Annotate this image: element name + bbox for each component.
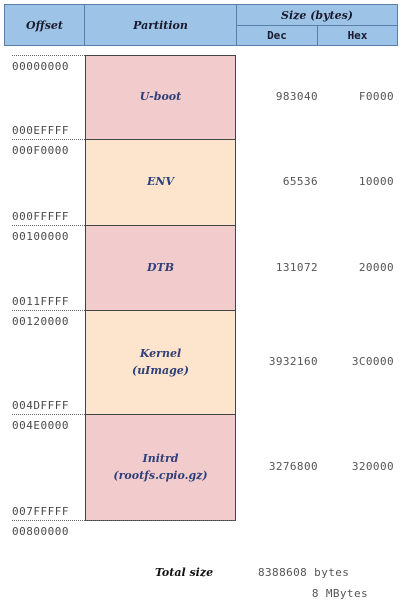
partition-start-address: 00120000 (12, 315, 69, 328)
header-dec: Dec (236, 25, 318, 46)
partition-size-hex: F0000 (358, 90, 394, 103)
header-dec-label: Dec (267, 29, 287, 42)
partition-start-address: 000F0000 (12, 144, 69, 157)
header-hex-label: Hex (347, 29, 368, 42)
header-partition: Partition (84, 4, 237, 46)
partition-block: DTB (85, 225, 236, 311)
partition-end-address: 0011FFFF (12, 295, 69, 308)
partition-start-address: 00000000 (12, 60, 69, 73)
total-size-label: Total size (155, 566, 214, 579)
header-hex: Hex (317, 25, 398, 46)
partition-size-dec: 3932160 (268, 355, 318, 368)
partition-size-hex: 10000 (358, 175, 394, 188)
partition-block: Kernel (uImage) (85, 310, 236, 415)
partition-size-dec: 65536 (282, 175, 318, 188)
partition-end-address: 007FFFFF (12, 505, 69, 518)
end-address: 00800000 (12, 525, 69, 538)
partition-size-hex: 320000 (351, 460, 394, 473)
partition-start-address: 004E0000 (12, 419, 69, 432)
header-size-label: Size (bytes) (281, 8, 353, 22)
partition-size-dec: 983040 (275, 90, 318, 103)
partition-size-hex: 3C0000 (351, 355, 394, 368)
header-offset-label: Offset (26, 18, 63, 32)
header-offset: Offset (4, 4, 85, 46)
partition-block: U-boot (85, 55, 236, 140)
partition-block: ENV (85, 139, 236, 226)
total-size-bytes: 8388608 bytes (258, 566, 350, 579)
partition-size-hex: 20000 (358, 260, 394, 274)
total-size-mbytes: 8 MBytes (311, 587, 368, 600)
partition-block: Initrd (rootfs.cpio.gz) (85, 414, 236, 521)
partition-end-address: 004DFFFF (12, 399, 69, 412)
partition-size-dec: 131072 (275, 260, 318, 274)
end-separator (12, 520, 235, 521)
partition-start-address: 00100000 (12, 230, 69, 243)
header-partition-label: Partition (133, 18, 188, 32)
header-size: Size (bytes) (236, 4, 398, 26)
partition-end-address: 000EFFFF (12, 124, 69, 137)
partition-size-dec: 3276800 (268, 460, 318, 473)
partition-end-address: 000FFFFF (12, 210, 69, 223)
